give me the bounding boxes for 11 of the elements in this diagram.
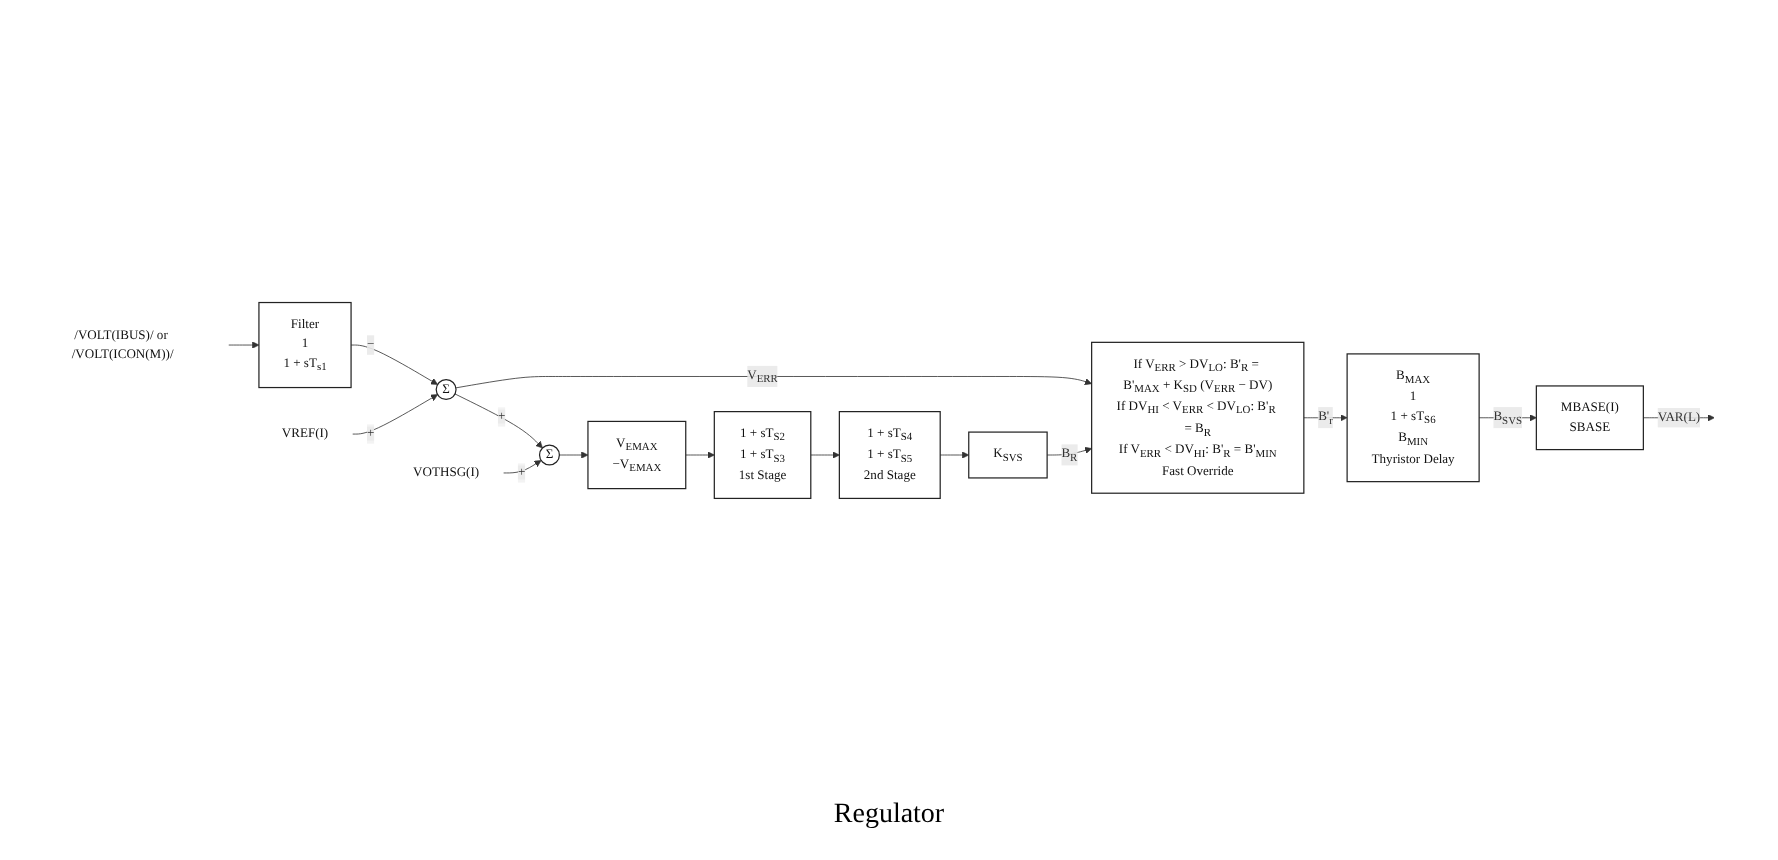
node-box	[1345, 352, 1479, 482]
node-box	[1534, 384, 1643, 450]
node-box	[712, 410, 811, 499]
node-box	[967, 431, 1047, 479]
node-box	[586, 420, 686, 489]
node-box	[1090, 341, 1304, 494]
node-box	[257, 301, 351, 388]
node-circle	[537, 444, 559, 466]
node-box	[837, 410, 940, 499]
node-circle	[434, 378, 456, 400]
group-caption: Regulator	[833, 800, 945, 830]
